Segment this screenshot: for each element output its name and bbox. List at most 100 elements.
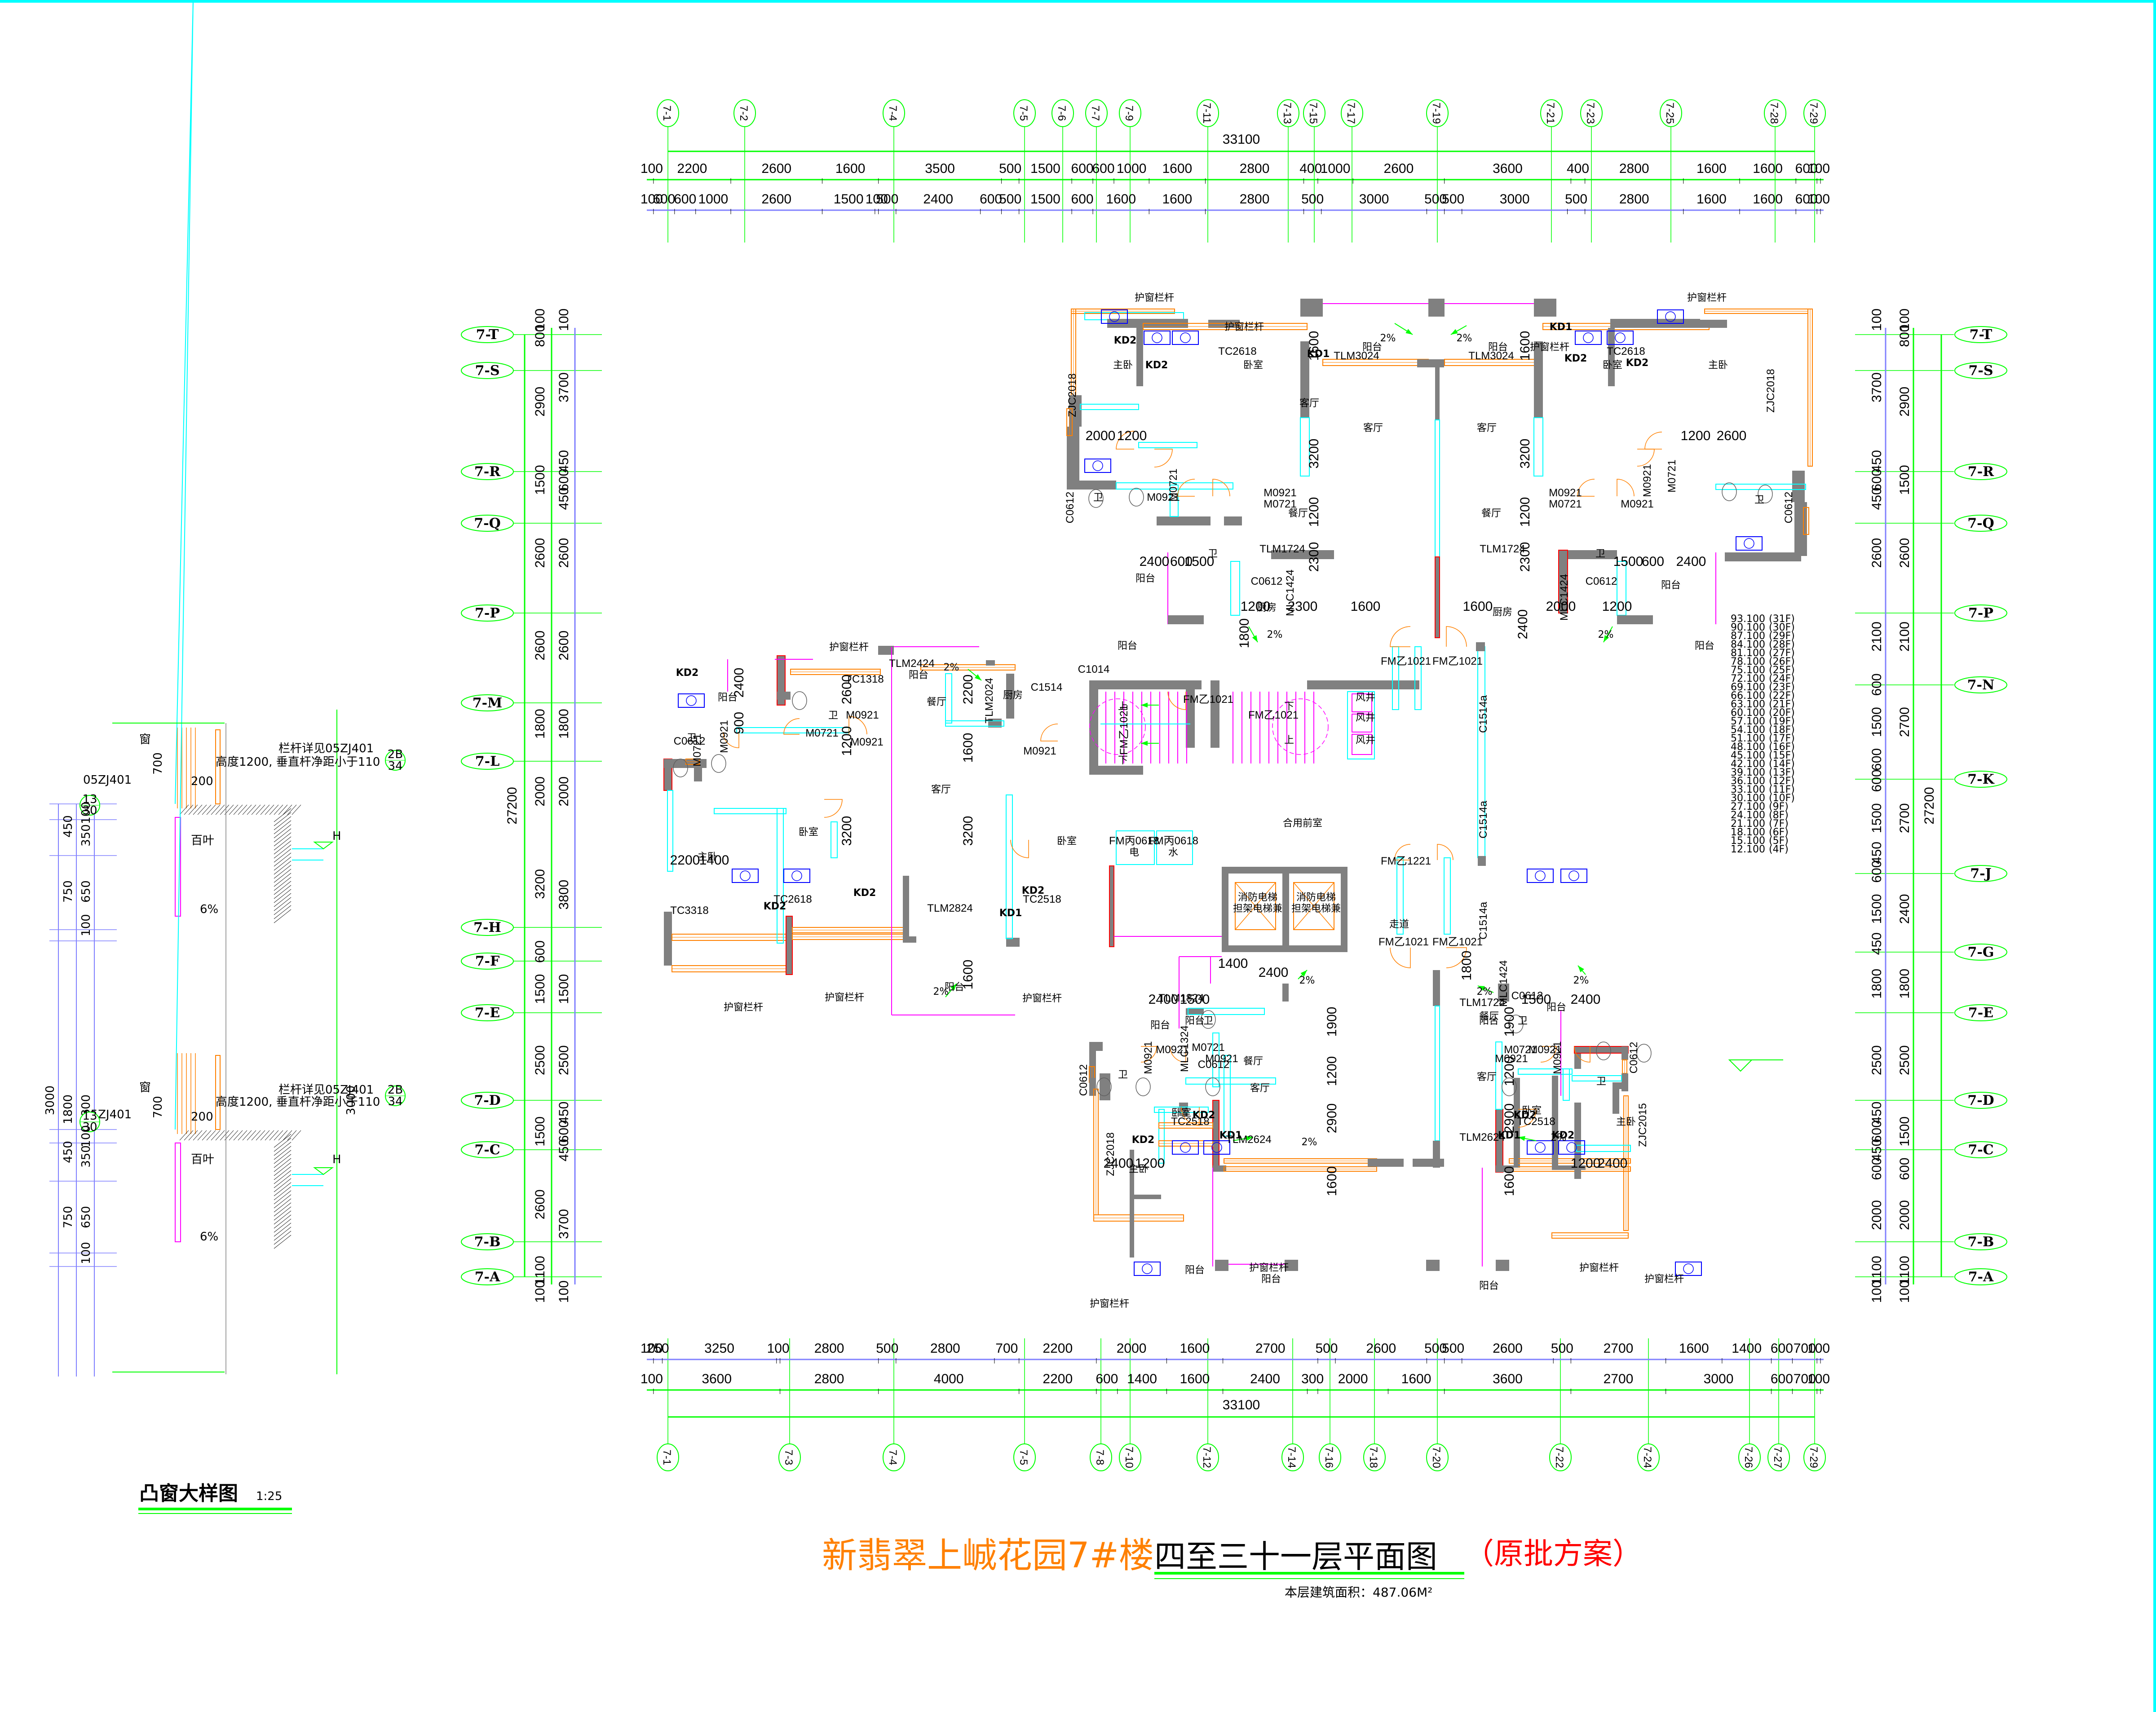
door-swing: [1170, 1046, 1186, 1063]
detail-hatch: [274, 1130, 283, 1141]
room-dim: 1900: [1502, 1007, 1517, 1037]
arrow-head: [950, 984, 957, 991]
wall: [1136, 328, 1143, 386]
partition-wall: [1212, 1032, 1219, 1087]
top-axis-7-13-label: 7-13: [1281, 102, 1293, 124]
label-slope: 2%: [1551, 1132, 1567, 1143]
wall: [1341, 867, 1348, 952]
right-dim-row2: 3700: [1869, 372, 1884, 402]
top-axis-7-5-bubble: [1013, 99, 1036, 127]
detail-level-marker-icon: [313, 1167, 334, 1175]
code-c0612: C0612: [1586, 575, 1617, 587]
sanitary-fixture: [711, 754, 726, 773]
top-axis-7-5-label: 7-5: [1017, 106, 1029, 121]
right-dim-row2: 100: [1869, 309, 1884, 331]
left-axis-7-E-bubble: [461, 1004, 514, 1021]
top-axis-7-29-bubble: [1803, 99, 1826, 127]
code-tlm1824: TLM1824: [1158, 992, 1204, 1004]
room-dim: 2000: [1086, 428, 1116, 443]
ac-unit: [1134, 1262, 1161, 1276]
room-dim: 1600: [1518, 331, 1533, 361]
detail-dim-450: 450: [62, 815, 75, 838]
arrow-head: [1518, 1136, 1525, 1141]
wall-red: [1109, 865, 1114, 947]
room-bath: 卫: [1118, 1069, 1128, 1081]
door-swing: [1040, 724, 1058, 741]
right-axis-7-B-bubble: [1954, 1233, 2007, 1250]
detail-hatch: [274, 1190, 292, 1205]
room-dim: 2400: [1515, 609, 1530, 640]
room-bedroom: 卧室: [1243, 360, 1263, 371]
top-dim-row2: 500: [999, 192, 1021, 207]
detail-hatch: [265, 1130, 274, 1141]
right-dim-row2: 1500: [1869, 707, 1884, 737]
detail-hatch: [274, 1178, 292, 1192]
room-balcony: 阳台: [1185, 1265, 1205, 1276]
right-dim-row2: 1500: [1869, 894, 1884, 924]
wall: [1271, 550, 1334, 559]
detail-scale: 1:25: [256, 1490, 282, 1503]
ac-fan-icon: [1665, 311, 1676, 322]
code-mlc1324: MLC1324: [1179, 1025, 1191, 1072]
bottom-axis-7-29-bubble: [1803, 1443, 1826, 1471]
wall-red: [786, 916, 793, 975]
label-slope: 2%: [944, 662, 959, 673]
ac-unit: [1527, 869, 1554, 883]
wall: [1089, 1078, 1096, 1096]
detail-hatch: [274, 844, 292, 859]
left-axis-7-P-label: 7-P: [475, 605, 500, 621]
right-dim-row2: 2500: [1869, 1045, 1884, 1075]
sanitary-fixture: [1205, 1077, 1220, 1096]
room-dim: 2000: [1546, 599, 1576, 614]
ac-unit: [1172, 331, 1199, 345]
code-m0921: M0921: [1551, 1041, 1564, 1074]
wall: [1089, 680, 1098, 775]
bottom-dim-row2: 1400: [1127, 1372, 1157, 1386]
door-swing: [1116, 431, 1135, 450]
detail-louver-label: 百叶: [191, 834, 214, 847]
room-dim: 1500: [1180, 992, 1210, 1007]
ac-fan-icon: [1180, 1142, 1191, 1153]
right-dim-row1: 600: [1897, 1158, 1912, 1180]
sanitary-fixture: [792, 691, 807, 710]
stair-turn: [1089, 698, 1146, 755]
left-dim-row1: 600: [533, 940, 548, 963]
right-dim-row2: 2100: [1869, 622, 1884, 652]
bottom-axis-7-20-label: 7-20: [1430, 1447, 1442, 1468]
room-living: 客厅: [1477, 423, 1497, 434]
elevation-floor: (18F): [1769, 724, 1795, 736]
right-dim-row1: 1500: [1897, 1116, 1912, 1147]
elevator-cross: [1293, 882, 1334, 930]
detail-dim-750: 750: [62, 880, 75, 903]
detail-hatch: [274, 873, 292, 887]
wall: [903, 936, 916, 943]
bottom-axis-7-27-bubble: [1767, 1443, 1790, 1471]
code-kd1: KD1: [1219, 1130, 1242, 1141]
room-corridor: 走道: [1389, 919, 1409, 930]
door-fm1021: [1390, 947, 1411, 968]
door-swing: [1010, 839, 1029, 858]
room-master-bedroom: 主卧: [1129, 1164, 1149, 1175]
code-tc2518: TC2518: [1517, 1116, 1555, 1128]
code-m0921: M0921: [850, 736, 883, 748]
arrow-head: [1604, 635, 1609, 642]
room-dim: 2400: [1571, 992, 1601, 1007]
detail-hatch: [251, 804, 261, 815]
wall: [1610, 319, 1700, 328]
detail-hatch: [274, 820, 292, 834]
detail-hatch: [265, 804, 274, 815]
room-balcony: 阳台: [1479, 1015, 1499, 1027]
detail-hatch: [211, 1130, 221, 1141]
code-m0721: M0721: [1192, 1041, 1224, 1054]
top-axis-7-19-label: 7-19: [1430, 102, 1442, 124]
elevation-value: 36.100: [1731, 776, 1765, 787]
elevation-value: 78.100: [1731, 656, 1765, 667]
top-dim-row2: 500: [876, 192, 898, 207]
detail-hatch: [188, 804, 198, 815]
room-dim: 1200: [1681, 428, 1711, 443]
detail-dim-650: 650: [80, 1206, 93, 1228]
right-dim-row1: 1800: [1897, 969, 1912, 999]
top-dim-row1: 1600: [835, 161, 866, 176]
stair-down: 下: [1118, 755, 1128, 766]
bottom-dim-row1: 500: [876, 1341, 898, 1356]
